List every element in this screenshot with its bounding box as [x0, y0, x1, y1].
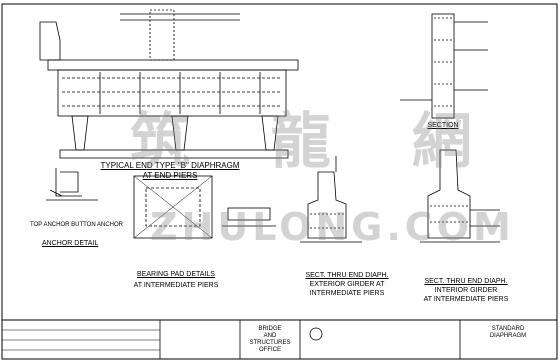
interior-section-sub2: AT INTERMEDIATE PIERS — [423, 296, 509, 303]
drawing-title-line1: STANDARD — [491, 326, 525, 332]
diaphragm-subtitle: AT END PIERS — [142, 171, 198, 180]
anchor-detail — [46, 168, 98, 201]
structures-office-line4: OFFICE — [259, 347, 281, 353]
interior-section-sub1: INTERIOR GIRDER — [434, 287, 498, 294]
interior-girder-section — [420, 149, 500, 243]
exterior-section-sub1: EXTERIOR GIRDER AT — [309, 281, 385, 288]
diaphragm-elevation — [39, 9, 299, 159]
anchor-title: TOP ANCHOR BUTTON ANCHOR — [30, 222, 124, 228]
bearing-subtitle: AT INTERMEDIATE PIERS — [133, 282, 219, 289]
anchor-detail-label: ANCHOR DETAIL — [42, 240, 99, 247]
structures-office-line3: STRUCTURES — [249, 340, 291, 346]
structures-office-line2: AND — [263, 333, 277, 339]
diaphragm-title: TYPICAL END TYPE "B" DIAPHRAGM — [100, 161, 240, 170]
title-block-frame — [2, 319, 557, 359]
exterior-section-title: SECT. THRU END DIAPH. — [305, 272, 389, 279]
bearing-title: BEARING PAD DETAILS — [137, 271, 215, 278]
structures-office-line1: BRIDGE — [258, 326, 282, 332]
drawing-title-line2: DIAPHRAGM — [489, 333, 527, 339]
interior-section-title: SECT. THRU END DIAPH. — [424, 278, 508, 285]
bearing-pad-plan — [133, 175, 276, 239]
exterior-section-sub2: INTERMEDIATE PIERS — [309, 290, 385, 297]
section-view — [400, 13, 488, 119]
section-label: SECTION — [427, 122, 459, 129]
exterior-girder-section — [300, 156, 362, 243]
